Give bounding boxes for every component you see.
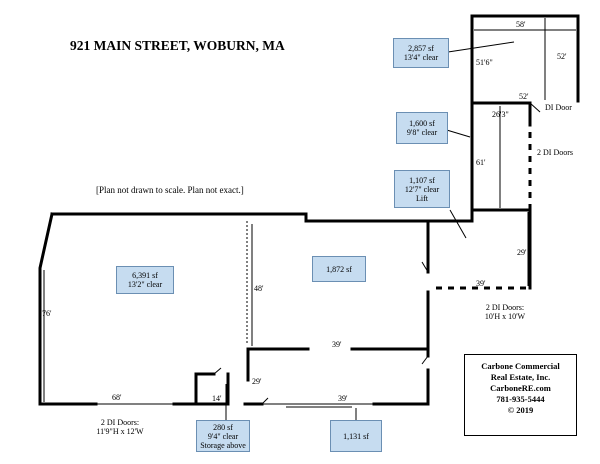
- left-doors-label: 2 DI Doors: 11'9"H x 12'W: [84, 418, 156, 436]
- dim-68: 68': [112, 393, 122, 402]
- right-doors-label: 2 DI Doors: 10'H x 10'W: [468, 303, 542, 321]
- area-box-2857: 2,857 sf 13'4" clear: [393, 38, 449, 68]
- company-copyright: © 2019: [507, 405, 534, 415]
- leader-2857: [447, 41, 515, 53]
- left-doors-line2: 11'9"H x 12'W: [96, 427, 144, 436]
- dim-26-3: 26'3": [492, 110, 509, 119]
- area-2857-sf: 2,857 sf: [408, 44, 434, 53]
- area-280-storage: Storage above: [200, 440, 246, 450]
- dim-39-bottom: 39': [338, 394, 348, 403]
- dim-48: 48': [254, 284, 264, 293]
- right-doors-line1: 2 DI Doors:: [485, 303, 525, 312]
- door-swing-3: [213, 367, 222, 375]
- area-6391-sf: 6,391 sf: [132, 271, 158, 280]
- dim-39-right: 39': [476, 279, 486, 288]
- area-280-sf: 280 sf: [213, 422, 233, 432]
- area-280-clear: 9'4" clear: [207, 431, 239, 441]
- dim-58: 58': [516, 20, 526, 29]
- dim-52-right: 52': [557, 52, 567, 61]
- dim-61: 61': [476, 158, 486, 167]
- door-swing-1: [421, 261, 429, 273]
- door-swing-4: [261, 397, 269, 405]
- area-1131-sf: 1,131 sf: [343, 431, 369, 441]
- company-website: CarboneRE.com: [490, 383, 551, 393]
- company-inc: Real Estate, Inc.: [490, 372, 551, 382]
- dim-52-bottom: 52': [519, 92, 529, 101]
- di-doors-2-label: 2 DI Doors: [537, 148, 573, 157]
- company-info-box: Carbone Commercial Real Estate, Inc. Car…: [464, 354, 577, 436]
- area-1107-sf: 1,107 sf: [409, 175, 435, 185]
- dim-76: 76': [42, 309, 52, 318]
- area-box-1600: 1,600 sf 9'8" clear: [396, 112, 448, 144]
- wall-top-room: [470, 14, 580, 103]
- dim-39-mid: 39': [332, 340, 342, 349]
- area-1600-sf: 1,600 sf: [409, 119, 435, 128]
- page-title: 921 MAIN STREET, WOBURN, MA: [70, 38, 285, 53]
- area-box-1107: 1,107 sf 12'7" clear Lift: [394, 170, 450, 208]
- di-door-label: DI Door: [545, 103, 572, 112]
- wall-left-side: [38, 212, 54, 406]
- dim-51-6: 51'6": [476, 58, 493, 67]
- area-1600-clear: 9'8" clear: [406, 128, 438, 137]
- area-box-280: 280 sf 9'4" clear Storage above: [196, 420, 250, 452]
- area-2857-clear: 13'4" clear: [403, 53, 439, 62]
- door-swing-5: [529, 102, 541, 113]
- leader-1107: [449, 209, 467, 239]
- dim-29-right: 29': [517, 248, 527, 257]
- dim-14: 14': [212, 394, 222, 403]
- area-box-1872: 1,872 sf: [312, 256, 366, 282]
- door-swing-2: [421, 355, 429, 365]
- left-doors-line1: 2 DI Doors:: [100, 418, 140, 427]
- area-6391-clear: 13'2" clear: [127, 280, 163, 289]
- area-1107-lift: Lift: [416, 193, 428, 203]
- area-1872-sf: 1,872 sf: [326, 264, 352, 274]
- area-box-6391: 6,391 sf 13'2" clear: [116, 266, 174, 294]
- area-1107-clear: 12'7" clear: [404, 184, 440, 194]
- company-name: Carbone Commercial: [481, 361, 560, 371]
- wall-main-top: [50, 208, 532, 223]
- area-box-1131: 1,131 sf: [330, 420, 382, 452]
- right-doors-line2: 10'H x 10'W: [484, 312, 526, 321]
- company-phone: 781-935-5444: [496, 394, 545, 404]
- plan-note: [Plan not drawn to scale. Plan not exact…: [96, 185, 244, 195]
- dim-29-mid: 29': [252, 377, 262, 386]
